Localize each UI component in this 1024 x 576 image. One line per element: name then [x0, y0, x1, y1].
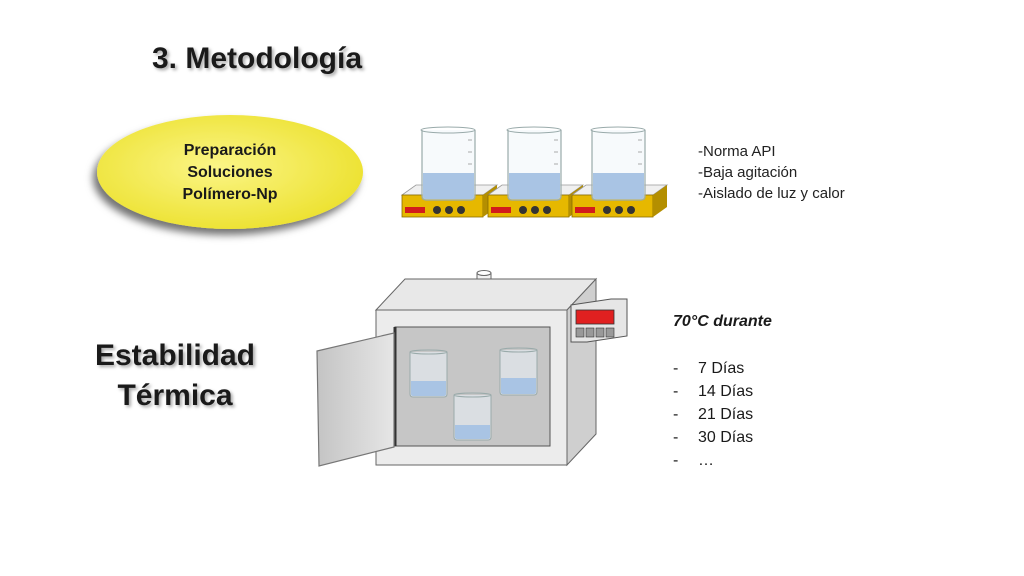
- laboratory-oven-icon: [316, 270, 628, 467]
- duration-item: -21 Días: [673, 406, 754, 423]
- duration-label: 14 Días: [698, 383, 754, 400]
- magnetic-stirrer-with-beaker-icon: [486, 126, 585, 218]
- duration-item: -30 Días: [673, 429, 754, 446]
- duration-item: -7 Días: [673, 360, 745, 377]
- page-title: 3. Metodología: [152, 42, 362, 75]
- duration-label: 21 Días: [698, 406, 754, 423]
- stability-line: Estabilidad: [94, 339, 256, 372]
- duration-item: -14 Días: [673, 383, 754, 400]
- duration-label: …: [698, 452, 714, 469]
- magnetic-stirrer-with-beaker-icon: [400, 126, 499, 218]
- preparation-line: Preparación: [183, 142, 277, 159]
- preparation-notes: -Norma API -Baja agitación -Aislado de l…: [698, 141, 845, 204]
- duration-item: -…: [673, 452, 714, 469]
- stability-line: Térmica: [117, 379, 233, 412]
- duration-label: 30 Días: [698, 429, 754, 446]
- conditions-heading: 70°C durante: [673, 313, 772, 330]
- note-item: -Baja agitación: [698, 164, 798, 181]
- note-item: -Norma API: [698, 143, 776, 160]
- preparation-ellipse: [97, 115, 363, 229]
- preparation-label: Preparación Soluciones Polímero-Np: [150, 140, 310, 206]
- duration-label: 7 Días: [698, 360, 745, 377]
- preparation-line: Soluciones: [187, 164, 273, 181]
- magnetic-stirrer-with-beaker-icon: [570, 126, 669, 218]
- preparation-line: Polímero-Np: [182, 186, 278, 203]
- duration-list: -7 Días -14 Días -21 Días -30 Días -…: [673, 357, 753, 472]
- stability-label: Estabilidad Térmica: [70, 336, 280, 416]
- note-item: -Aislado de luz y calor: [698, 185, 845, 202]
